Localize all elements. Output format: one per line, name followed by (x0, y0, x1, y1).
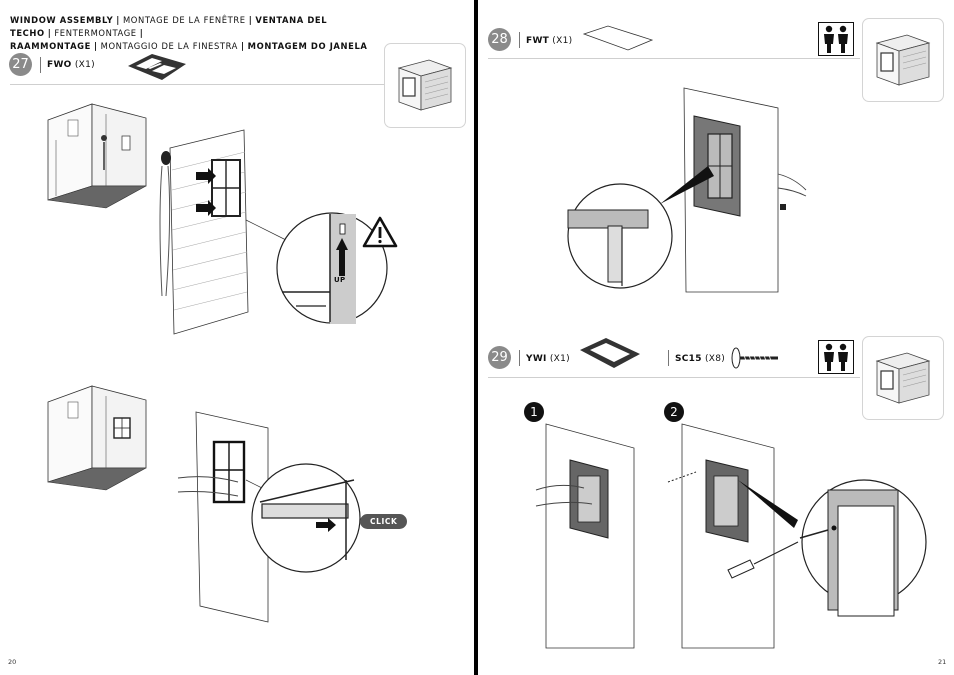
shed-interior-illustration-2 (47, 385, 147, 491)
step-28-number: 28 (488, 28, 511, 51)
click-callout (245, 463, 361, 573)
up-orientation-callout (245, 212, 388, 324)
trim-press-illustration (535, 423, 635, 649)
window-frame-part-icon (128, 54, 186, 80)
step-28-bar (519, 32, 520, 48)
window-pane-part-icon (582, 25, 654, 51)
substep-2-badge: 2 (664, 402, 684, 422)
page-number-left: 20 (8, 658, 17, 666)
shed-thumbnail-icon-2 (875, 34, 931, 86)
page-number-right: 21 (938, 658, 947, 666)
page-spine (474, 0, 478, 675)
warning-icon (362, 216, 398, 248)
screw-part-icon (731, 347, 778, 369)
header-es: VENTANA DEL TECHO (10, 15, 328, 38)
header-it: MONTAGGIO DE LA FINESTRA (100, 41, 238, 51)
window-press-illustration (177, 411, 269, 623)
step-29-part-label: YWI (X1) (526, 354, 570, 364)
left-page: WINDOW ASSEMBLY|MONTAGE DE LA FENÊTRE|VE… (0, 0, 474, 675)
step-29-number: 29 (488, 346, 511, 369)
step-28-part-label: FWT (X1) (526, 36, 573, 46)
header-en: WINDOW ASSEMBLY (10, 15, 114, 25)
step-27-bar (40, 57, 41, 73)
header-de: FENTERMONTAGE (54, 28, 137, 38)
step-29-bar (519, 350, 520, 366)
header-fr: MONTAGE DE LA FENÊTRE (122, 15, 246, 25)
wall-panel-install-illustration (159, 129, 249, 335)
two-person-icon-2 (818, 340, 854, 374)
step-28-rule (488, 58, 860, 59)
substep-1-badge: 1 (524, 402, 544, 422)
shed-thumbnail-icon-3 (875, 352, 931, 404)
header-pt: MONTAGEM DO JANELA (247, 41, 368, 51)
up-label: UP (334, 276, 346, 284)
header-nl: RAAMMONTAGE (10, 41, 91, 51)
shed-reference-thumbnail (384, 43, 466, 128)
step-27-rule (10, 84, 462, 85)
step-27-part-label: FWO (X1) (47, 60, 95, 70)
window-trim-part-icon (580, 338, 640, 368)
step-29-rule (488, 377, 860, 378)
two-person-icon (818, 22, 854, 56)
shed-thumbnail-icon (397, 59, 453, 111)
screw-fastening-illustration (667, 423, 927, 649)
step-27-number: 27 (9, 53, 32, 76)
right-page: 28 FWT (X1) (478, 0, 954, 675)
shed-interior-illustration (47, 103, 147, 209)
shed-reference-thumbnail-2 (862, 18, 944, 102)
window-pane-install-illustration (567, 87, 807, 293)
step-29-bar-2 (668, 350, 669, 366)
section-header: WINDOW ASSEMBLY|MONTAGE DE LA FENÊTRE|VE… (10, 15, 368, 51)
step-29-screw-label: SC15 (X8) (675, 354, 726, 364)
click-label: CLICK (360, 514, 408, 529)
shed-reference-thumbnail-3 (862, 336, 944, 420)
